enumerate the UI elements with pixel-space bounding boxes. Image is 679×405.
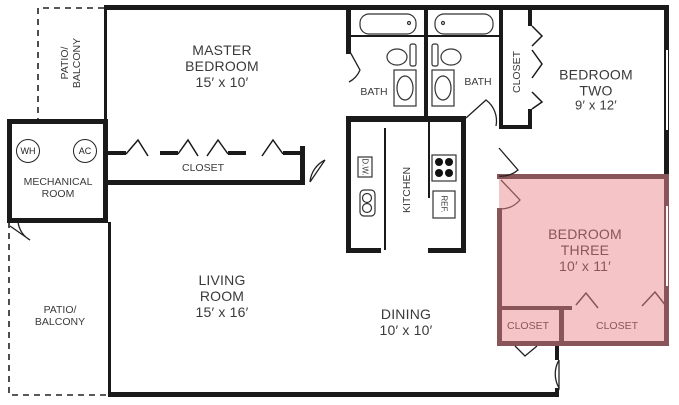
dishwasher-text: D.W. xyxy=(360,158,370,176)
bath-right-name: BATH xyxy=(464,75,492,88)
stove-burners xyxy=(435,158,453,177)
air-conditioner-icon: AC xyxy=(73,139,97,163)
bedroom-three-label: BEDROOM THREE 10′ x 11′ xyxy=(548,226,622,274)
living-room-name-line2: ROOM xyxy=(199,287,245,304)
bedroom-two-label: BEDROOM TWO 9′ x 12′ xyxy=(559,66,633,113)
bath-left-label: BATH xyxy=(360,86,387,98)
closet-master-label: CLOSET xyxy=(182,162,224,174)
closet-bedroom-two-name: CLOSET xyxy=(510,50,523,94)
living-room-size: 15′ x 16′ xyxy=(195,304,249,321)
bedroom-two-name-line1: BEDROOM xyxy=(559,66,633,83)
bedroom-three-highlight xyxy=(499,177,669,343)
bedroom-two-size: 9′ x 12′ xyxy=(575,97,617,113)
mechanical-room-name-line1: MECHANICAL xyxy=(23,175,93,188)
bedroom-three-size: 10′ x 11′ xyxy=(559,258,611,275)
closet-doors-bedroom-three xyxy=(514,345,538,357)
bedroom-three-name-line2: THREE xyxy=(560,241,610,258)
refrigerator-text: REF. xyxy=(439,195,449,213)
living-room-name-line1: LIVING xyxy=(198,271,246,288)
patio-bottom-label: PATIO/ BALCONY xyxy=(35,304,85,328)
dining-label: DINING 10′ x 10′ xyxy=(380,306,433,338)
dining-size: 10′ x 10′ xyxy=(379,322,433,338)
living-room-label: LIVING ROOM 15′ x 16′ xyxy=(196,272,249,320)
bedroom-three-name-line1: BEDROOM xyxy=(548,225,622,242)
closet-bedroom-three-large-label: CLOSET xyxy=(596,320,638,332)
door-swings-bedroom-three xyxy=(500,179,521,210)
patio-top-label: PATIO/ BALCONY xyxy=(59,38,83,88)
mechanical-room-name-line2: ROOM xyxy=(41,188,75,200)
bedroom-two-name-line2: TWO xyxy=(579,82,613,99)
water-heater-icon: WH xyxy=(16,139,40,163)
bath-fixtures xyxy=(359,13,494,107)
bedroom-three-walls xyxy=(497,174,669,346)
closet-bedroom-two-label: CLOSET xyxy=(511,51,523,93)
closet-bedroom-three-large-name: CLOSET xyxy=(595,319,639,332)
closet-master-name: CLOSET xyxy=(181,161,225,174)
closet-bifold-doors-bedroom-three xyxy=(575,290,667,309)
patio-top-name-line2: BALCONY xyxy=(71,37,83,89)
closet-bedroom-three-small-label: CLOSET xyxy=(507,320,549,332)
dining-name: DINING xyxy=(380,305,432,322)
master-bedroom-name-line1: MASTER xyxy=(192,41,252,58)
door-swings xyxy=(9,49,560,391)
water-heater-label: WH xyxy=(20,146,36,156)
kitchen-fixtures xyxy=(357,154,457,219)
patio-outlines xyxy=(8,7,108,396)
master-bedroom-size: 15′ x 10′ xyxy=(195,74,249,91)
master-bedroom-name-line2: BEDROOM xyxy=(185,57,259,74)
mechanical-room-label: MECHANICAL ROOM xyxy=(24,176,93,200)
patio-bottom-name-line2: BALCONY xyxy=(34,316,86,328)
kitchen-label: KITCHEN xyxy=(401,167,413,213)
bath-right-label: BATH xyxy=(464,76,491,88)
patio-bottom-name-line1: PATIO/ xyxy=(43,303,77,316)
refrigerator-label: REF. xyxy=(439,195,449,213)
walls xyxy=(7,5,669,397)
patio-top-name-line1: PATIO/ xyxy=(58,46,71,80)
closet-bedroom-three-small-name: CLOSET xyxy=(506,319,550,332)
air-conditioner-label: AC xyxy=(78,146,92,156)
master-bedroom-label: MASTER BEDROOM 15′ x 10′ xyxy=(185,42,259,90)
closet-bifold-doors xyxy=(125,25,544,157)
kitchen-name: KITCHEN xyxy=(400,166,413,214)
dishwasher-label: D.W. xyxy=(360,158,370,176)
bath-left-name: BATH xyxy=(360,85,388,98)
